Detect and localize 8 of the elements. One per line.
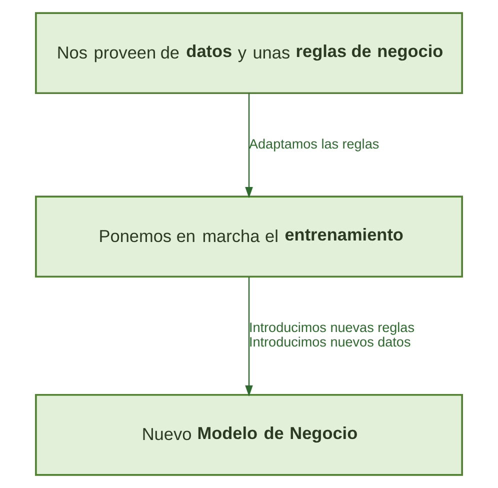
arrow bbox=[245, 93, 253, 198]
node-box: Nos proveen de datos y unas reglas de negocio bbox=[35, 12, 463, 94]
arrow bbox=[245, 277, 253, 396]
node-box: Nuevo Modelo de Negocio bbox=[35, 394, 463, 476]
node-box: Ponemos en marcha el entrenamiento bbox=[35, 196, 463, 278]
edge-label: Introducimos nuevas reglas bbox=[249, 320, 414, 335]
edge-label: Adaptamos las reglas bbox=[249, 136, 380, 152]
edge-label: Introducimos nuevos datos bbox=[249, 334, 411, 350]
